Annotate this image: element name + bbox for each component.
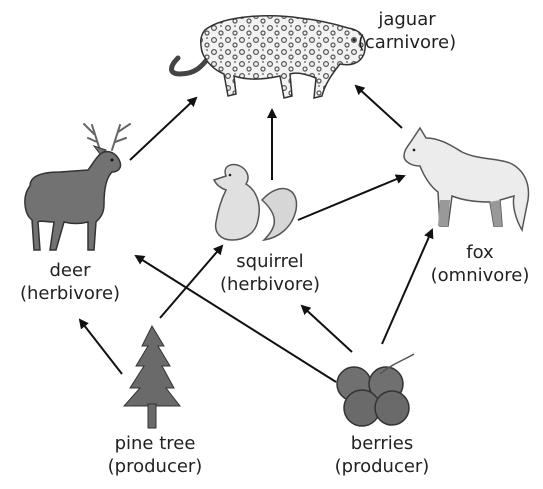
label-jaguar: jaguar (carnivore) xyxy=(342,8,472,54)
berries-role: (producer) xyxy=(312,455,452,478)
arrow-berries-to-squirrel xyxy=(302,306,352,352)
label-berries: berries (producer) xyxy=(312,432,452,478)
jaguar-illustration xyxy=(172,16,366,98)
deer-illustration xyxy=(25,124,130,250)
label-deer: deer (herbivore) xyxy=(0,259,140,305)
squirrel-name: squirrel xyxy=(205,250,335,273)
energy-flow-arrows xyxy=(80,86,432,382)
pine-tree-illustration xyxy=(124,326,180,428)
arrow-deer-to-jaguar xyxy=(130,98,196,160)
squirrel-illustration xyxy=(214,164,297,240)
pine-tree-role: (producer) xyxy=(85,455,225,478)
deer-role: (herbivore) xyxy=(0,282,140,305)
berries-name: berries xyxy=(312,432,452,455)
jaguar-name: jaguar xyxy=(342,8,472,31)
label-squirrel: squirrel (herbivore) xyxy=(205,250,335,296)
squirrel-role: (herbivore) xyxy=(205,273,335,296)
deer-name: deer xyxy=(0,259,140,282)
fox-role: (omnivore) xyxy=(420,264,540,287)
arrow-pine-to-deer xyxy=(80,320,122,374)
arrow-fox-to-jaguar xyxy=(356,86,402,128)
jaguar-role: (carnivore) xyxy=(342,31,472,54)
label-pine-tree: pine tree (producer) xyxy=(85,432,225,478)
fox-illustration xyxy=(404,128,528,230)
arrow-squirrel-to-fox xyxy=(298,176,404,220)
berries-illustration xyxy=(337,354,414,426)
pine-tree-name: pine tree xyxy=(85,432,225,455)
fox-name: fox xyxy=(420,241,540,264)
label-fox: fox (omnivore) xyxy=(420,241,540,287)
